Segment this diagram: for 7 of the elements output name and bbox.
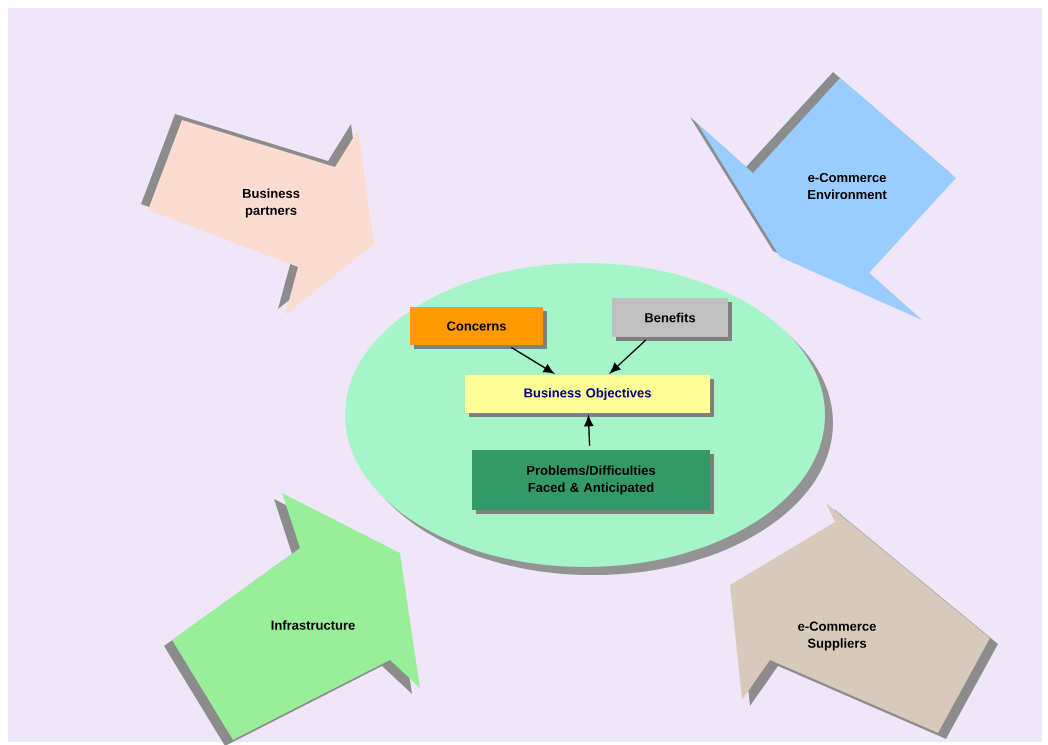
text-box: Problems/Difficulties Faced & Anticipated [472, 450, 714, 514]
arrow [584, 416, 594, 447]
arrow [510, 346, 554, 374]
text-box: Benefits [612, 298, 732, 341]
arrow [610, 339, 647, 374]
text-box: Concerns [410, 307, 547, 349]
text-box: Business Objectives [465, 375, 714, 417]
